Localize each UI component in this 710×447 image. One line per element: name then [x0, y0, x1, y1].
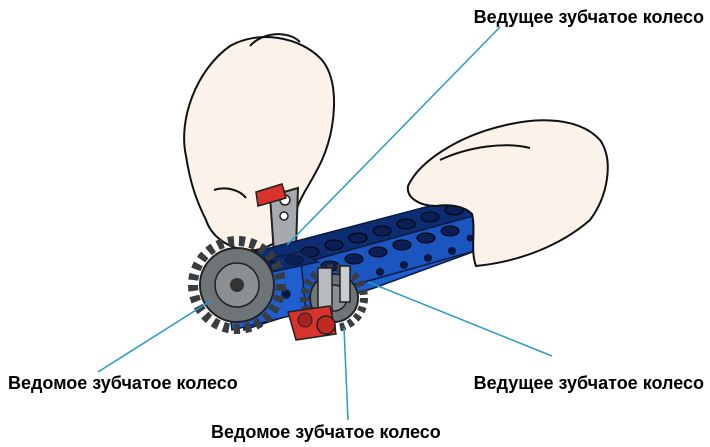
left-driven-gear	[188, 236, 286, 334]
beam-studs	[300, 204, 464, 272]
label-driven-gear-left: Ведомое зубчатое колесо	[8, 373, 238, 393]
upper-hand	[183, 33, 336, 252]
crank-lever	[255, 183, 300, 256]
leader-line-top	[286, 26, 501, 246]
axle-and-connector	[287, 265, 351, 341]
label-driving-gear-top: Ведущее зубчатое колесо	[473, 7, 704, 27]
label-driven-gear-bottom: Ведомое зубчатое колесо	[211, 422, 441, 442]
leader-line-bottom	[343, 327, 349, 421]
leader-line-left	[97, 299, 213, 373]
leader-line-right	[367, 281, 553, 357]
right-hand	[406, 119, 609, 267]
beam-holes	[376, 234, 474, 276]
leader-lines	[97, 26, 553, 421]
label-driving-gear-right: Ведущее зубчатое колесо	[473, 373, 704, 393]
